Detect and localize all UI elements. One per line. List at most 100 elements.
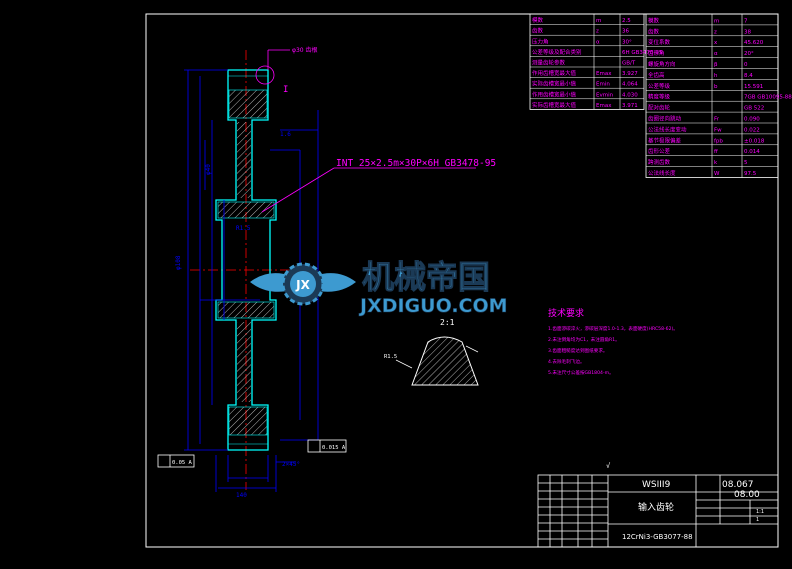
watermark-name: 机械帝国	[362, 258, 490, 296]
table-cell: 公差等级及配合类别	[532, 48, 582, 56]
tolerance-frames	[157, 439, 347, 468]
tech-requirements: 技术要求 1.齿面渗碳淬火，渗碳层深度1.0-1.3，表面硬度(HRC58-62…	[548, 307, 678, 376]
tech-requirement-item: 3.齿面粗糙度达到图纸要求。	[548, 347, 608, 354]
table-cell: GB/T	[622, 61, 636, 67]
table-cell: 变位系数	[648, 38, 671, 46]
table-cell: 齿圈径向跳动	[648, 115, 682, 123]
table-cell: 螺旋角方向	[648, 60, 676, 68]
table-cell: Emax	[596, 71, 612, 77]
title-block-scale: 1:1	[756, 509, 764, 515]
table-cell: 实际齿槽宽最小值	[532, 80, 577, 88]
table-cell: Evmin	[596, 92, 614, 98]
table-frame	[529, 13, 645, 110]
title-block-project: WSIII9	[642, 480, 671, 490]
table-cell: 齿数	[648, 27, 660, 35]
table-cell: 作用齿槽宽最大值	[532, 69, 577, 77]
table-cell: k	[714, 160, 718, 166]
table-cell: 配对齿轮	[648, 104, 671, 112]
table-cell: 基节极限偏差	[648, 136, 682, 144]
table-cell: 4.064	[622, 82, 638, 88]
table-cell: ff	[714, 149, 718, 155]
table-cell: z	[596, 29, 599, 35]
table-cell: 3.927	[622, 71, 638, 77]
table-cell: 跨测齿数	[648, 158, 671, 166]
title-block-part-name: 输入齿轮	[638, 501, 674, 513]
table-cell: 作用齿槽宽最小值	[532, 90, 577, 98]
spline-callout-text: INT 25×2.5m×30P×6H GB3478-95	[336, 158, 496, 169]
spline-callout: INT 25×2.5m×30P×6H GB3478-95	[261, 158, 496, 213]
table-cell: 齿形公差	[648, 147, 671, 155]
drawing-frame	[145, 13, 779, 548]
top-note-text: φ30 齿根	[292, 46, 318, 54]
table-cell: 6H GB3478-95	[622, 50, 663, 56]
table-cell: 20°	[744, 51, 754, 57]
table-cell: 齿形角	[648, 49, 665, 57]
table-cell: 15.591	[744, 84, 763, 90]
title-block-drawing-no: 08.067	[722, 480, 754, 490]
table-cell: 0.022	[744, 127, 760, 133]
dimension-text-bottom: 2×45°	[282, 461, 300, 468]
table-cell: 97.5	[744, 171, 757, 177]
table-cell: 3.971	[622, 103, 638, 109]
table-cell: Emax	[596, 103, 612, 109]
detail-view-tooth: 2:1 R1.5	[384, 318, 479, 386]
watermark-badge-text: JX	[295, 278, 310, 292]
tech-requirements-title: 技术要求	[548, 307, 584, 319]
dimension-text-b: R1.5	[236, 225, 251, 232]
table-cell: 实际齿槽宽最大值	[532, 101, 577, 109]
table-cell: 45.620	[744, 40, 764, 46]
table-cell: 8.4	[744, 73, 753, 79]
tech-requirement-item: 5.未注尺寸公差按GB1804-m。	[548, 369, 614, 376]
table-cell: 7GB GB10095-88	[744, 95, 792, 101]
table-cell: 5	[744, 160, 748, 166]
table-cell: m	[714, 18, 719, 24]
title-block-quantity: 1	[756, 517, 759, 523]
table-cell: h	[714, 73, 718, 79]
table-cell: 压力角	[532, 37, 549, 45]
detail-marker-text: I	[283, 85, 288, 95]
table-cell: α	[596, 39, 600, 45]
table-cell: 4.030	[622, 92, 638, 98]
tolerance-frame-text: 0.015 A	[322, 445, 346, 451]
title-block-material: 12CrNi3-GB3077-88	[622, 533, 693, 541]
table-cell: 全齿高	[648, 71, 665, 79]
table-cell: 精度等级	[648, 93, 671, 101]
table-cell: m	[596, 18, 601, 24]
table-cell: 齿数	[532, 27, 544, 35]
table-cell: ±0.018	[744, 138, 765, 144]
dimension-text-a: 1.6	[280, 131, 291, 138]
table-cell: 0.090	[744, 117, 760, 123]
table-cell: 7	[744, 18, 748, 24]
dimension-text-width: 140	[236, 492, 247, 499]
detail-view-label: 2:1	[440, 318, 455, 327]
table-cell: Fr	[714, 117, 720, 123]
table-cell: GB 522	[744, 106, 764, 112]
dimension-text-c: φ40	[205, 164, 212, 175]
table-cell: 公法线长度	[648, 169, 676, 177]
watermark-logo: JX 机械帝国 JXDIGUO.COM	[250, 258, 508, 317]
table-cell: W	[714, 171, 720, 177]
table-cell: 模数	[648, 16, 660, 24]
table-cell: 模数	[532, 16, 544, 24]
table-cell: 0.014	[744, 149, 760, 155]
table-cell: 30°	[622, 39, 632, 45]
table-cell: b	[714, 84, 718, 90]
tech-requirement-item: 1.齿面渗碳淬火，渗碳层深度1.0-1.3，表面硬度(HRC58-62)。	[548, 325, 678, 332]
table-cell: 38	[744, 29, 751, 35]
table-cell: 0	[744, 62, 748, 68]
datum-frame-text: 0.05 A	[172, 460, 193, 466]
title-block	[537, 474, 779, 548]
table-cell: 测量齿轮参数	[532, 59, 566, 67]
tech-requirement-item: 4.去除毛刺飞边。	[548, 358, 585, 365]
table-cell: 公法线长度变动	[648, 125, 687, 133]
table-cell: fpb	[714, 138, 723, 144]
gear-section-view	[190, 50, 310, 490]
watermark-domain: JXDIGUO.COM	[358, 295, 508, 317]
top-note-callout: φ30 齿根 I	[255, 46, 318, 95]
table-cell: x	[714, 40, 718, 46]
table-cell: Emin	[596, 82, 610, 88]
table-cell: z	[714, 29, 717, 35]
